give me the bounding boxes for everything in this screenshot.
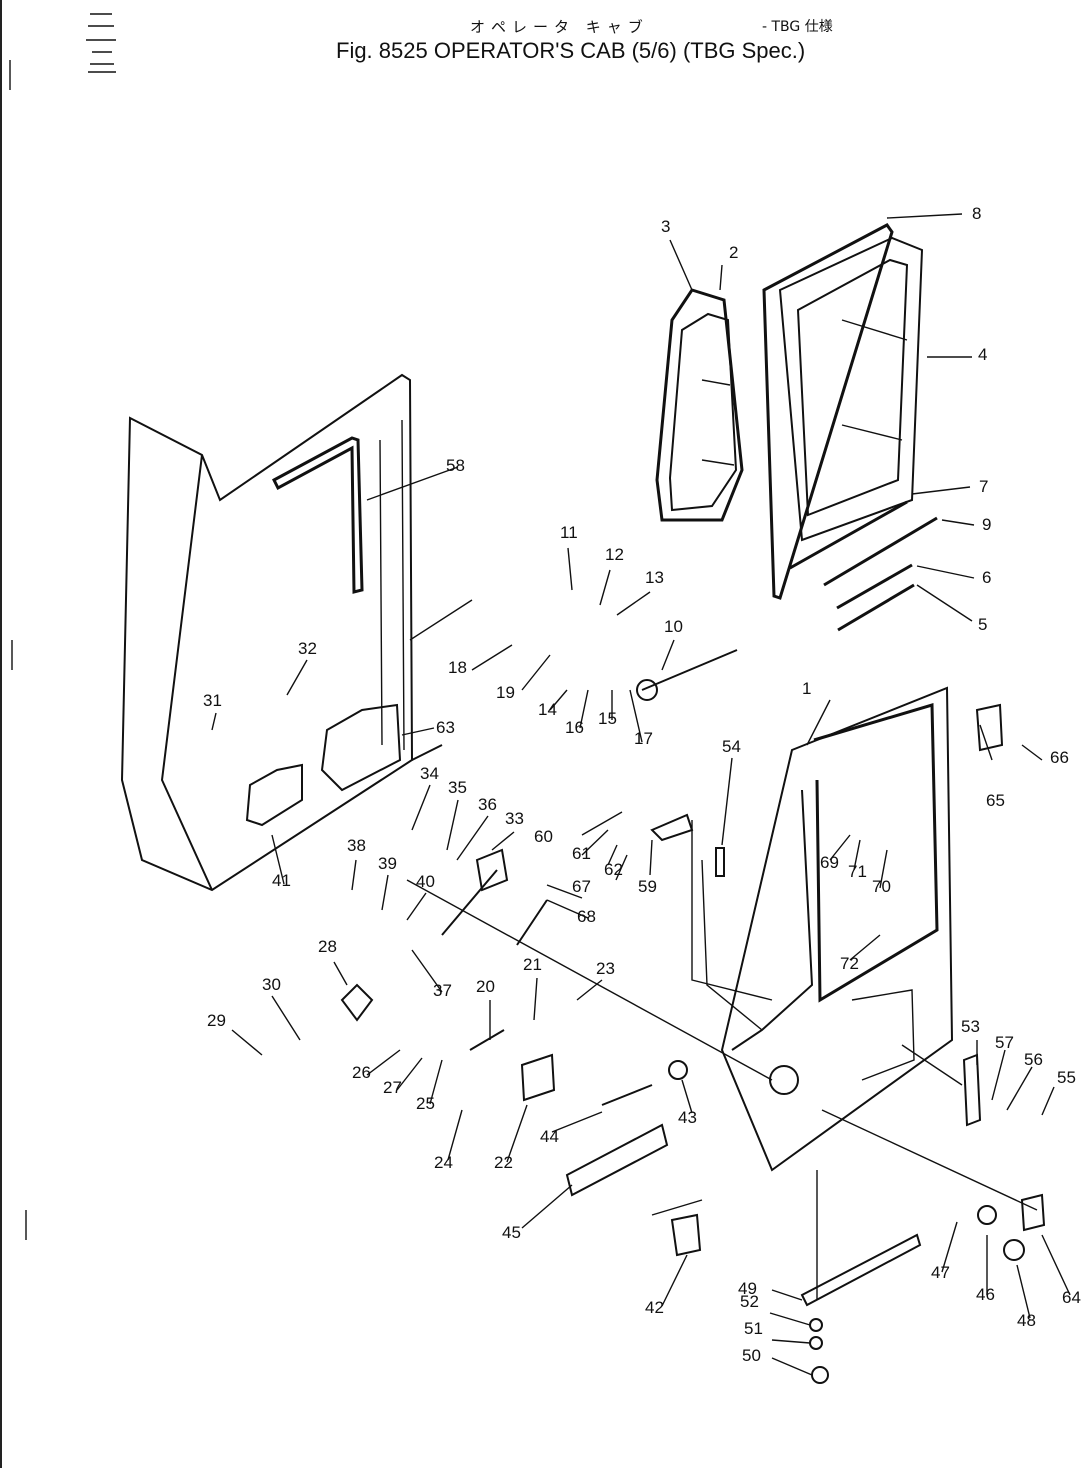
- callout-leaders: [211, 213, 1071, 1376]
- callout-61: 61: [572, 844, 591, 863]
- callout-65: 65: [986, 791, 1005, 810]
- callout-10: 10: [664, 617, 683, 636]
- callout-45: 45: [502, 1223, 521, 1242]
- japanese-title: オペレータ キャブ: [470, 18, 649, 36]
- callout-3: 3: [661, 217, 670, 236]
- callout-69: 69: [820, 853, 839, 872]
- callout-21: 21: [523, 955, 542, 974]
- callout-68: 68: [577, 907, 596, 926]
- callout-46: 46: [976, 1285, 995, 1304]
- callout-18: 18: [448, 658, 467, 677]
- callout-25: 25: [416, 1094, 435, 1113]
- callout-28: 28: [318, 937, 337, 956]
- margin-marks: [9, 13, 116, 1240]
- callout-60: 60: [534, 827, 553, 846]
- callout-14: 14: [538, 700, 557, 719]
- callout-72: 72: [840, 954, 859, 973]
- callout-41: 41: [272, 871, 291, 890]
- callout-16: 16: [565, 718, 584, 737]
- callout-26: 26: [352, 1063, 371, 1082]
- callout-13: 13: [645, 568, 664, 587]
- callout-50: 50: [742, 1346, 761, 1365]
- callout-47: 47: [931, 1263, 950, 1282]
- callout-71: 71: [848, 862, 867, 881]
- callout-11: 11: [560, 523, 578, 542]
- callout-27: 27: [383, 1078, 402, 1097]
- callout-6: 6: [982, 568, 991, 587]
- window-strips: [789, 500, 938, 632]
- leader-lines: [406, 820, 1038, 1300]
- callout-40: 40: [416, 872, 435, 891]
- cab-body: [120, 373, 473, 892]
- callout-67: 67: [572, 877, 591, 896]
- callout-48: 48: [1017, 1311, 1036, 1330]
- callout-33: 33: [505, 809, 524, 828]
- callout-8: 8: [972, 204, 981, 223]
- callout-labels: 1 2 3 4 5 6 7 8 9 10 11 12 13 14 15 16 1…: [203, 204, 1081, 1365]
- callout-7: 7: [979, 477, 988, 496]
- callout-53: 53: [961, 1017, 980, 1036]
- japanese-spec: - TBG 仕様: [762, 19, 833, 35]
- callout-38: 38: [347, 836, 366, 855]
- callout-20: 20: [476, 977, 495, 996]
- callout-34: 34: [420, 764, 439, 783]
- sliding-glass-frame: [762, 223, 924, 600]
- callout-57: 57: [995, 1033, 1014, 1052]
- callout-29: 29: [207, 1011, 226, 1030]
- callout-49: 49: [738, 1279, 757, 1298]
- callout-58: 58: [446, 456, 465, 475]
- callout-23: 23: [596, 959, 615, 978]
- callout-35: 35: [448, 778, 467, 797]
- callout-17: 17: [634, 729, 653, 748]
- figure-title: Fig. 8525 OPERATOR'S CAB (5/6) (TBG Spec…: [336, 38, 806, 63]
- cab-door: [701, 686, 954, 1172]
- callout-39: 39: [378, 854, 397, 873]
- callout-4: 4: [978, 345, 987, 364]
- callout-63: 63: [436, 718, 455, 737]
- callout-15: 15: [598, 709, 617, 728]
- callout-9: 9: [982, 515, 991, 534]
- callout-36: 36: [478, 795, 497, 814]
- callout-59: 59: [638, 877, 657, 896]
- callout-56: 56: [1024, 1050, 1043, 1069]
- callout-66: 66: [1050, 748, 1069, 767]
- callout-43: 43: [678, 1108, 697, 1127]
- callout-42: 42: [645, 1298, 664, 1317]
- callout-19: 19: [496, 683, 515, 702]
- callout-55: 55: [1057, 1068, 1076, 1087]
- callout-24: 24: [434, 1153, 453, 1172]
- callout-22: 22: [494, 1153, 513, 1172]
- callout-70: 70: [872, 877, 891, 896]
- callout-30: 30: [262, 975, 281, 994]
- callout-12: 12: [605, 545, 624, 564]
- callout-51: 51: [744, 1319, 763, 1338]
- callout-52: 52: [740, 1292, 759, 1311]
- callout-2: 2: [729, 243, 738, 262]
- callout-31: 31: [203, 691, 222, 710]
- callout-1: 1: [802, 679, 811, 698]
- callout-64: 64: [1062, 1288, 1081, 1307]
- callout-32: 32: [298, 639, 317, 658]
- callout-54: 54: [722, 737, 741, 756]
- callout-5: 5: [978, 615, 987, 634]
- quarter-window: [655, 288, 744, 522]
